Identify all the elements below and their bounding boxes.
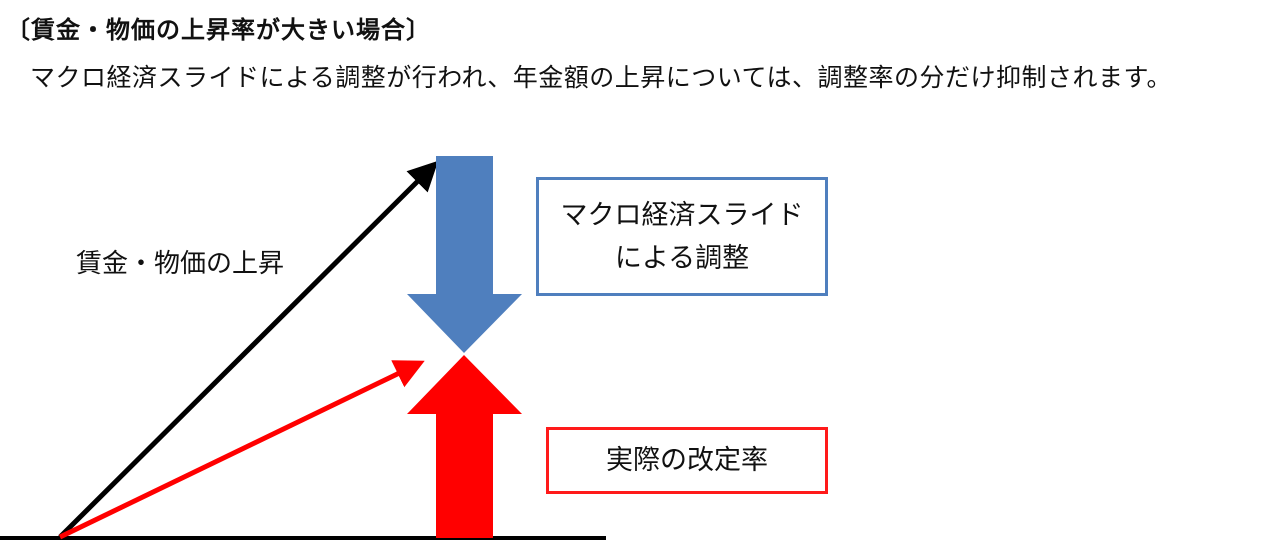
wage-price-rise-arrow [58,160,439,539]
macro-box-line-2: による調整 [614,243,750,274]
actual-box-label: 実際の改定率 [606,445,768,476]
macro-economic-slide-box: マクロ経済スライド による調整 [536,177,828,296]
page-description: マクロ経済スライドによる調整が行われ、年金額の上昇については、調整率の分だけ抑制… [30,63,1173,92]
macro-slide-down-arrow [407,156,522,353]
wage-price-rise-label: 賃金・物価の上昇 [76,249,285,279]
actual-revision-rate-arrow [58,360,425,540]
macro-box-line-1: マクロ経済スライド [560,200,804,231]
page-heading: 〔賃金・物価の上昇率が大きい場合〕 [6,16,431,44]
actual-rate-up-arrow [407,355,522,538]
actual-revision-rate-box: 実際の改定率 [546,427,828,494]
